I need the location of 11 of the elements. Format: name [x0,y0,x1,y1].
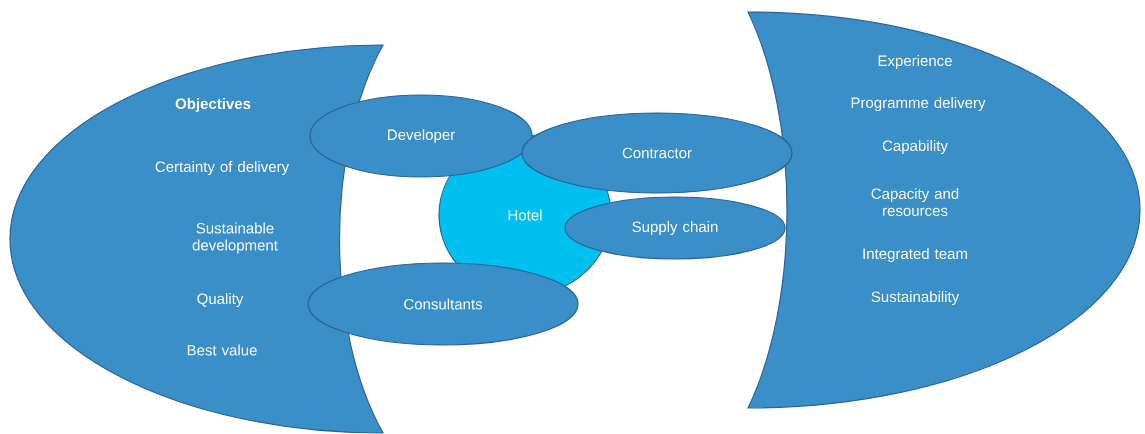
list-item: Capacity and resources [871,188,959,216]
list-item: Capability [882,140,948,154]
list-item: Programme delivery [851,97,986,111]
list-item: Quality [197,293,244,307]
list-item: Objectives [175,98,251,112]
list-item: Best value [187,344,257,356]
list-item: Experience [878,55,952,69]
list-item: Sustainable development [192,222,278,254]
list-item: Sustainability [871,291,960,305]
list-item: Certainty of delivery [155,161,290,175]
list-item: Integrated team [863,248,967,262]
